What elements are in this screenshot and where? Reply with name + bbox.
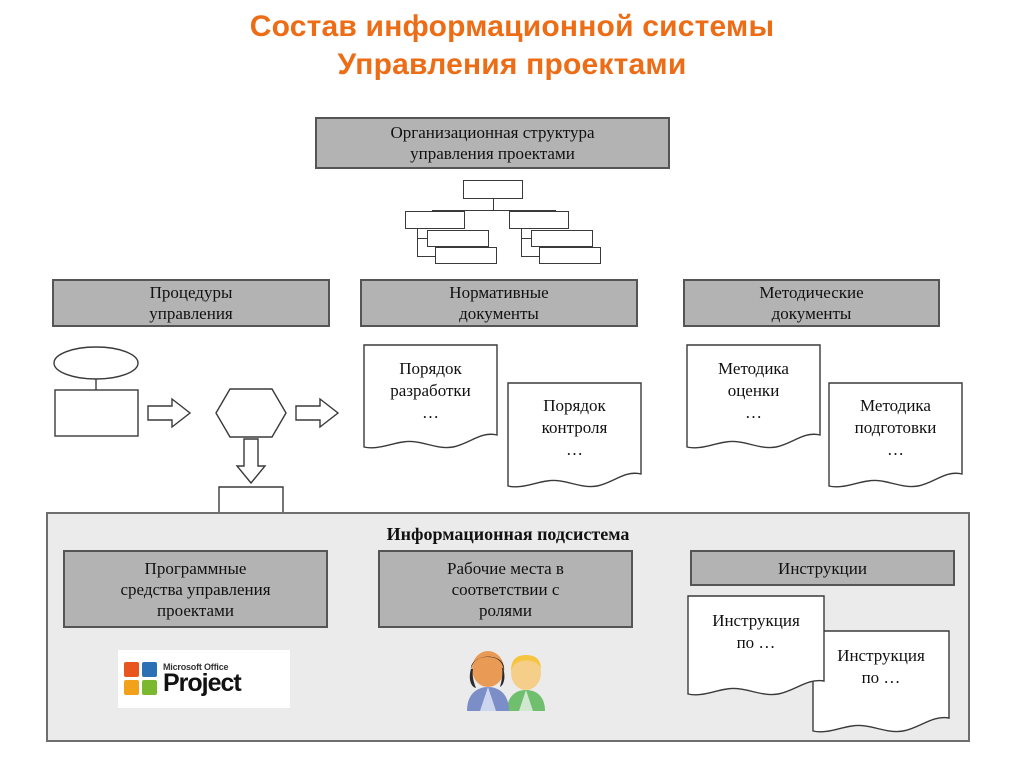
org-chart-connector-root-stem	[493, 199, 494, 210]
flowchart-arrow-right-2	[295, 397, 340, 429]
methodical-doc-2-shape[interactable]	[828, 382, 963, 492]
org-chart-connector-right-child1	[521, 238, 531, 239]
instruction-doc-2-label: Инструкция по …	[837, 646, 925, 687]
normative-doc-1-label: Порядок разработки …	[390, 359, 471, 422]
page-title: Состав информационной системы Управления…	[0, 8, 1024, 84]
org-chart-node-left[interactable]	[405, 211, 465, 229]
normative-doc-2-label: Порядок контроля …	[541, 396, 608, 459]
org-chart-node-root[interactable]	[463, 180, 523, 199]
column-header-methodical-label: Методические документы	[759, 283, 864, 323]
page-title-line-2: Управления проектами	[337, 48, 687, 81]
page-title-line-1: Состав информационной системы	[249, 10, 775, 43]
microsoft-office-project-logo[interactable]: Microsoft Office Project	[118, 650, 290, 708]
subsystem-header-software[interactable]: Программные средства управления проектам…	[63, 550, 328, 628]
methodical-doc-1-label: Методика оценки …	[718, 359, 789, 422]
subsystem-header-workplaces[interactable]: Рабочие места в соответствии с ролями	[378, 550, 633, 628]
instruction-doc-1-label: Инструкция по …	[712, 611, 800, 652]
org-chart-connector-right-child2	[521, 256, 539, 257]
column-header-procedures[interactable]: Процедуры управления	[52, 279, 330, 327]
org-structure-header-box[interactable]: Организационная структура управления про…	[315, 117, 670, 169]
org-chart-node-right[interactable]	[509, 211, 569, 229]
flowchart-hexagon	[215, 388, 287, 438]
office-brand-large: Project	[163, 668, 242, 697]
methodical-doc-1-shape[interactable]	[686, 344, 821, 452]
org-chart-leaf-right-2[interactable]	[539, 247, 601, 264]
office-logo-text: Microsoft Office Project	[163, 661, 242, 697]
methodical-doc-2-label: Методика подготовки …	[854, 396, 937, 459]
org-chart-connector-bus	[432, 210, 555, 211]
office-squares-icon	[124, 662, 158, 696]
users-icon[interactable]	[459, 643, 551, 713]
column-header-methodical[interactable]: Методические документы	[683, 279, 940, 327]
org-chart-connector-left-spine	[417, 229, 418, 257]
procedures-flowchart	[50, 344, 350, 524]
office-brand-small: Microsoft Office	[163, 661, 229, 672]
org-chart-connector-left-child2	[417, 256, 435, 257]
column-header-normative[interactable]: Нормативные документы	[360, 279, 638, 327]
subsystem-header-instructions-label: Инструкции	[778, 558, 867, 578]
office-square-orange	[124, 662, 139, 677]
instruction-doc-2-shape[interactable]	[812, 630, 950, 738]
office-square-blue	[142, 662, 157, 677]
org-structure-header-label: Организационная структура управления про…	[390, 123, 595, 163]
subsystem-header-instructions[interactable]: Инструкции	[690, 550, 955, 586]
person-right	[507, 655, 545, 711]
flowchart-rectangle	[54, 389, 139, 437]
office-square-green	[142, 680, 157, 695]
subsystem-header-workplaces-label: Рабочие места в соответствии с ролями	[447, 558, 564, 620]
flowchart-arrow-right-1	[147, 397, 192, 429]
instruction-doc-1-shape[interactable]	[687, 595, 825, 701]
normative-doc-1-shape[interactable]	[363, 344, 498, 452]
information-subsystem-title: Информационная подсистема	[386, 524, 630, 544]
flowchart-ellipse	[53, 346, 139, 380]
column-header-normative-label: Нормативные документы	[449, 283, 549, 323]
office-square-yellow	[124, 680, 139, 695]
subsystem-header-software-label: Программные средства управления проектам…	[120, 558, 271, 620]
org-chart-leaf-left-2[interactable]	[435, 247, 497, 264]
org-chart-connector-right-spine	[521, 229, 522, 257]
org-chart-leaf-right-1[interactable]	[531, 230, 593, 247]
person-left	[467, 651, 509, 711]
org-chart-leaf-left-1[interactable]	[427, 230, 489, 247]
normative-doc-2-shape[interactable]	[507, 382, 642, 492]
org-chart-connector-left-child1	[417, 238, 427, 239]
flowchart-arrow-down	[235, 438, 267, 485]
column-header-procedures-label: Процедуры управления	[149, 283, 233, 323]
